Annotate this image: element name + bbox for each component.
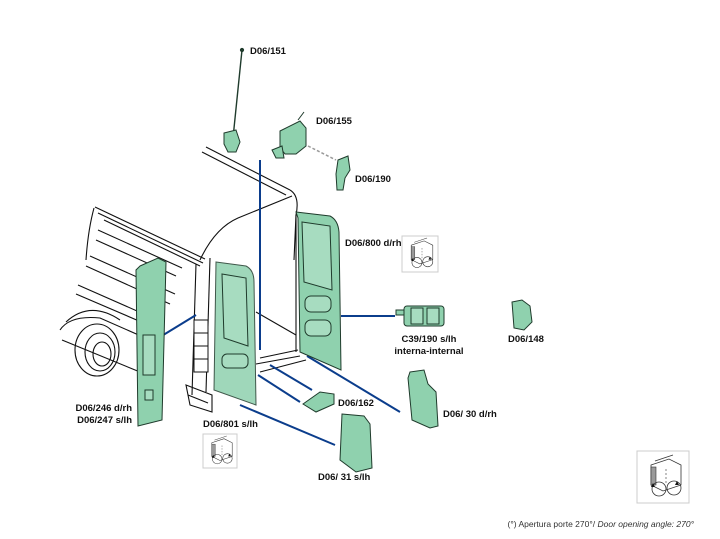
- label-floor-striker: D06/162: [338, 398, 374, 409]
- part-right-door-panel: [407, 369, 439, 429]
- part-rear-pillar: [135, 257, 167, 427]
- part-right-rear-door: [295, 211, 342, 371]
- part-floor-striker: [302, 391, 335, 413]
- label-left-door-panel: D06/ 31 s/lh: [318, 472, 371, 483]
- label-right-rear-door: D06/800 d/rh: [345, 238, 402, 249]
- door-opening-270-icon: [401, 235, 439, 273]
- footnote-italian: (°) Apertura porte 270°/: [507, 519, 598, 529]
- door-opening-270-icon: [636, 450, 690, 504]
- footnote: (°) Apertura porte 270°/ Door opening an…: [508, 519, 694, 529]
- label-handle: D06/190: [355, 174, 391, 185]
- leader-lines: [159, 160, 401, 446]
- part-handle: [335, 155, 351, 191]
- part-internal-handle: [395, 305, 445, 327]
- part-left-rear-door: [213, 261, 257, 406]
- part-rod-lock: [223, 47, 245, 153]
- footnote-english: Door opening angle: 270°: [597, 519, 694, 529]
- label-internal-handle: C39/190 s/lh interna-internal: [392, 334, 466, 358]
- door-opening-270-icon: [202, 433, 238, 469]
- part-left-door-panel: [339, 413, 373, 473]
- label-right-door-panel: D06/ 30 d/rh: [443, 409, 497, 420]
- part-hinge-bracket: [511, 299, 533, 331]
- wheel: [65, 309, 121, 377]
- rear-light-cluster: [193, 319, 209, 373]
- label-rear-pillar: D06/246 d/rh D06/247 s/lh: [72, 403, 133, 427]
- label-rear-pillar-lh: D06/247 s/lh: [77, 415, 132, 426]
- label-hinge-bracket: D06/148: [508, 334, 544, 345]
- part-upper-lock: [271, 111, 307, 159]
- van-body: [59, 146, 307, 413]
- label-rear-pillar-rh: D06/246 d/rh: [75, 403, 133, 414]
- label-upper-lock: D06/155: [316, 116, 352, 127]
- dashed-link: [307, 145, 337, 161]
- label-rod-lock: D06/151: [250, 46, 286, 57]
- label-left-rear-door: D06/801 s/lh: [203, 419, 258, 430]
- label-internal-handle-code: C39/190 s/lh: [401, 334, 457, 345]
- label-internal-handle-sub: interna-internal: [394, 346, 464, 357]
